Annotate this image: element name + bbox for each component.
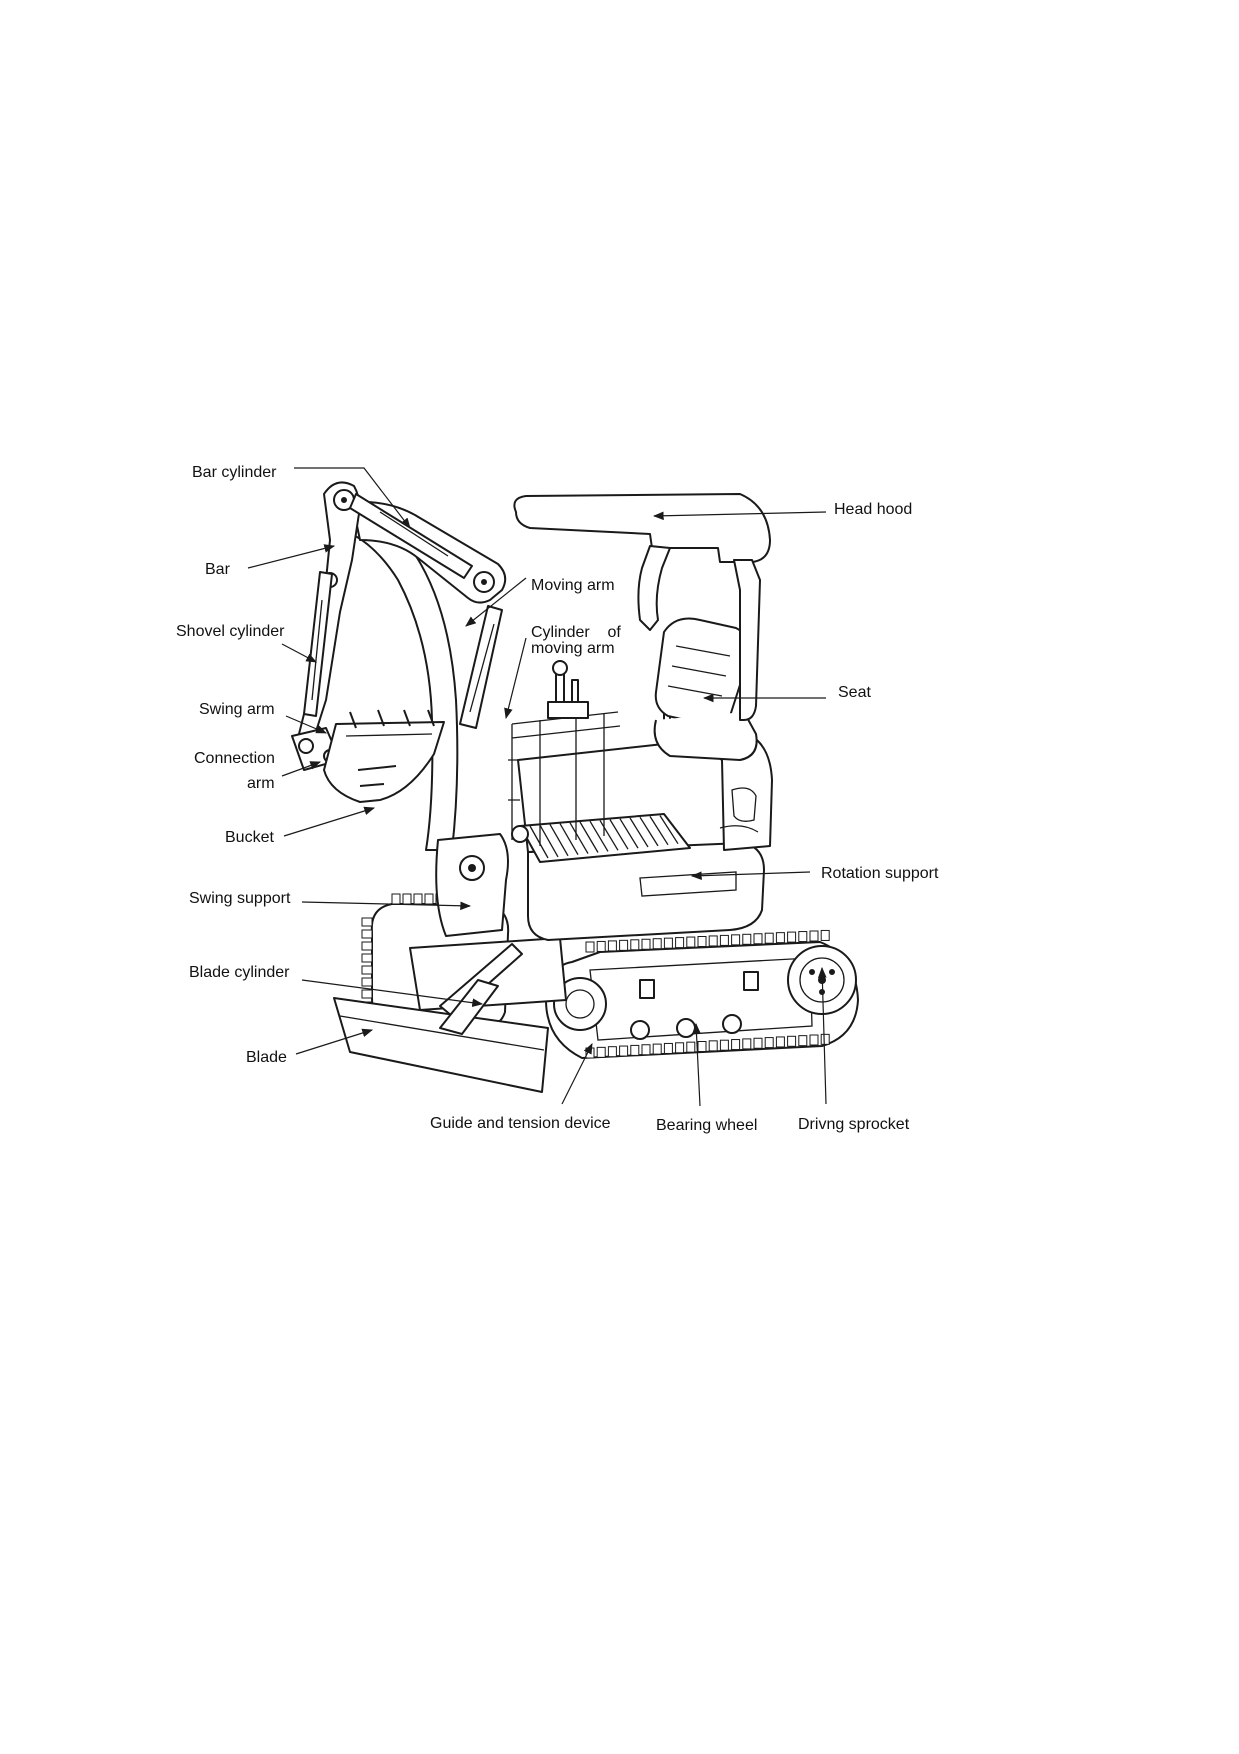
label-bearing-wheel: Bearing wheel <box>656 1117 757 1134</box>
leader-bearing-wheel <box>692 1022 701 1107</box>
label-bar: Bar <box>205 561 231 578</box>
guide-idler-wheel <box>553 977 607 1031</box>
shovel-cylinder-part <box>303 571 333 717</box>
label-driving-sprocket: Drivng sprocket <box>798 1116 910 1133</box>
label-seat: Seat <box>838 684 871 701</box>
canopy <box>513 493 771 721</box>
label-blade-cylinder: Blade cylinder <box>189 964 290 981</box>
control-levers <box>547 660 674 735</box>
leader-moving-arm <box>465 577 527 627</box>
right-crawler-track <box>545 929 859 1059</box>
part-labels: Bar cylinder Bar Shovel cylinder Swing a… <box>176 464 939 1134</box>
moving-arm-cylinder-part <box>459 605 503 729</box>
upper-body <box>517 731 773 941</box>
excavator-drawing <box>291 481 859 1093</box>
leader-rotation-support <box>690 871 811 880</box>
label-cylinder-of-moving-arm-line1: Cylinder of <box>531 624 621 641</box>
label-connection-arm-line1: Connection <box>194 750 275 767</box>
label-bucket: Bucket <box>225 829 274 846</box>
label-connection-arm-line2: arm <box>247 775 275 792</box>
label-cylinder-of-moving-arm-line2: moving arm <box>531 640 615 657</box>
bucket-part <box>323 709 445 803</box>
leader-blade <box>295 1028 374 1055</box>
swing-support-part <box>435 825 529 937</box>
leader-connection-arm <box>281 761 322 777</box>
label-head-hood: Head hood <box>834 501 912 518</box>
leader-cylinder-of-moving-arm <box>504 637 527 720</box>
leader-bucket <box>283 806 376 837</box>
leader-head-hood <box>652 511 827 521</box>
label-moving-arm: Moving arm <box>531 577 615 594</box>
label-swing-arm: Swing arm <box>199 701 275 718</box>
leader-bar-cylinder <box>294 467 411 529</box>
leader-lines <box>247 467 827 1107</box>
leader-driving-sprocket <box>817 966 827 1105</box>
leader-bar <box>247 544 336 569</box>
leader-shovel-cylinder <box>281 643 317 663</box>
bar-cylinder-part <box>349 493 473 579</box>
leader-swing-arm <box>285 715 327 734</box>
label-swing-support: Swing support <box>189 890 291 907</box>
label-guide-and-tension-device: Guide and tension device <box>430 1115 611 1132</box>
label-bar-cylinder: Bar cylinder <box>192 464 277 481</box>
leader-blade-cylinder <box>301 979 484 1007</box>
blade-part <box>333 979 549 1093</box>
label-blade: Blade <box>246 1049 287 1066</box>
leader-guide-and-tension-device <box>561 1043 593 1105</box>
label-shovel-cylinder: Shovel cylinder <box>176 623 285 640</box>
label-rotation-support: Rotation support <box>821 865 939 882</box>
leader-swing-support <box>301 901 472 911</box>
